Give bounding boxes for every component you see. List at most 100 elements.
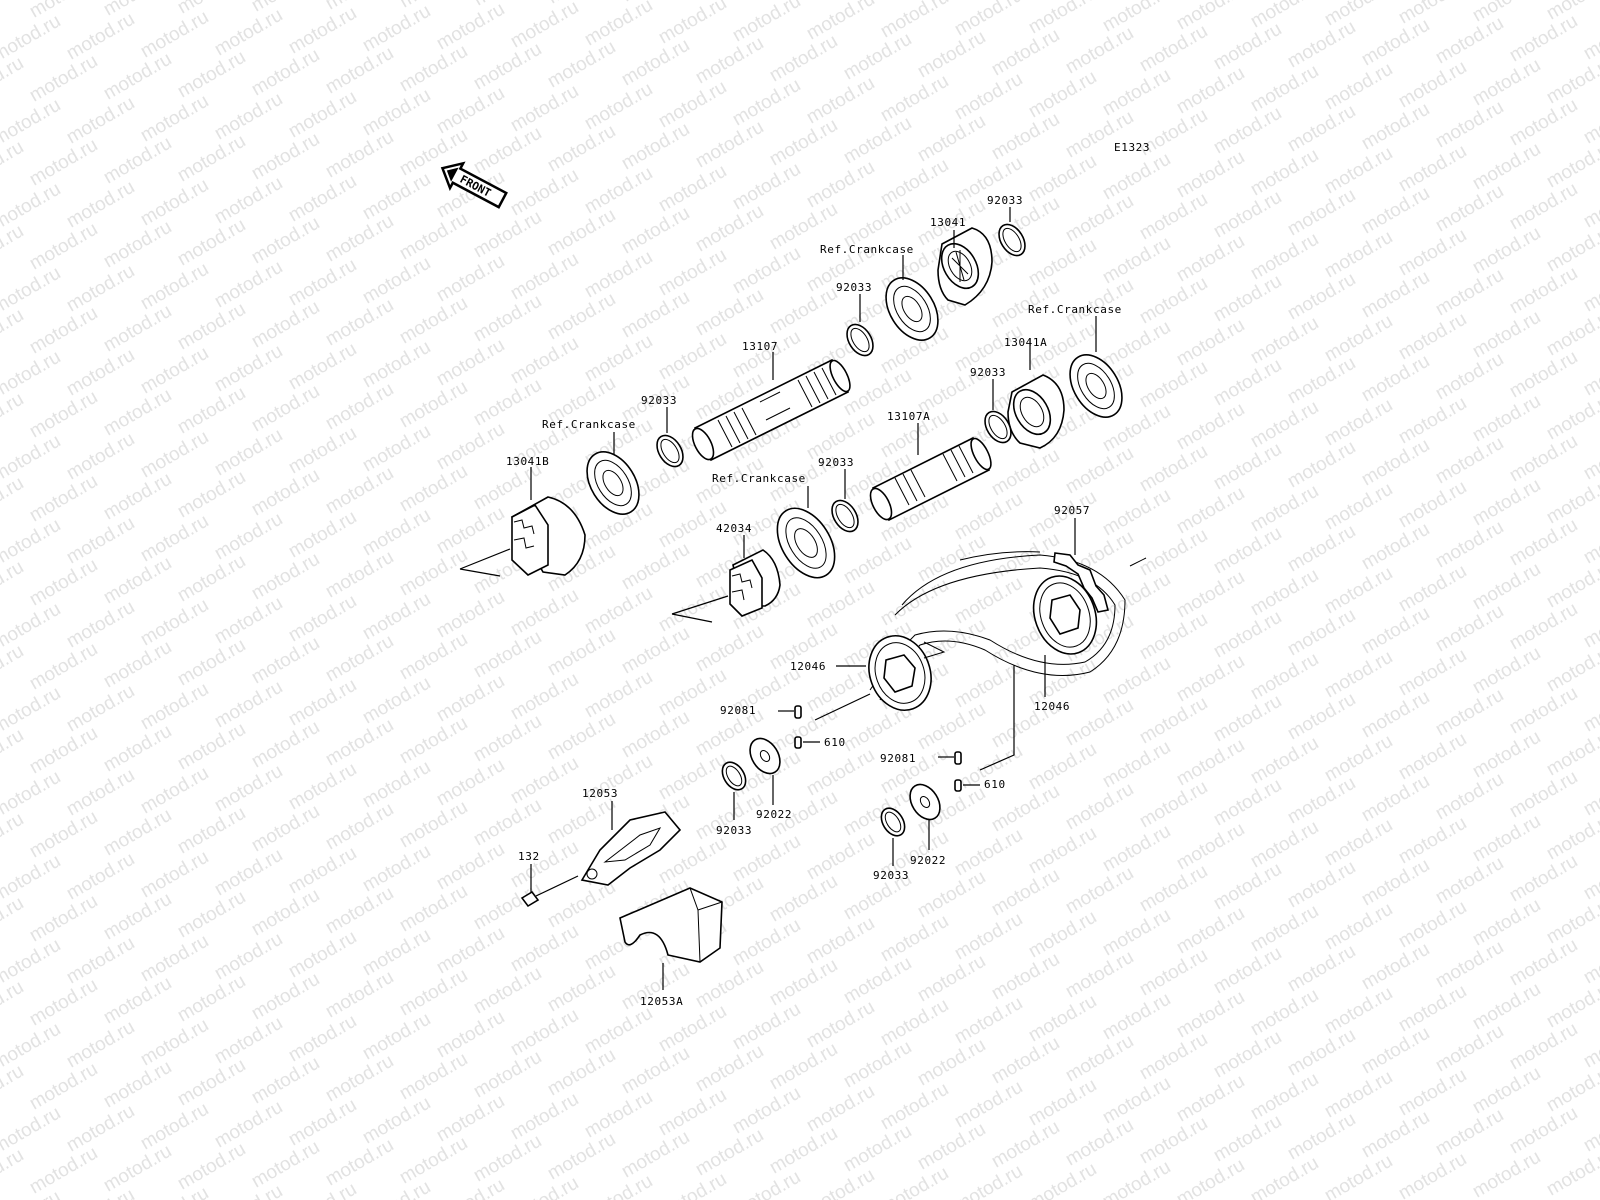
watermark-text: motod.ru	[470, 375, 545, 431]
watermark-text: motod.ru	[692, 1041, 767, 1097]
circlip-92033-5	[831, 499, 859, 533]
watermark-text: motod.ru	[0, 557, 27, 613]
watermark-text: motod.ru	[285, 759, 360, 815]
watermark-text: motod.ru	[1580, 345, 1600, 401]
watermark-text: motod.ru	[1025, 739, 1100, 795]
dowel-610-a	[794, 736, 802, 749]
watermark-text: motod.ru	[396, 41, 471, 97]
watermark-text: motod.ru	[285, 339, 360, 395]
watermark-text: motod.ru	[1247, 649, 1322, 705]
watermark-text: motod.ru	[581, 163, 656, 219]
watermark-text: motod.ru	[0, 641, 27, 697]
watermark-text: motod.ru	[433, 1007, 508, 1063]
watermark-text: motod.ru	[1284, 773, 1359, 829]
watermark-text: motod.ru	[877, 911, 952, 967]
watermark-text: motod.ru	[1210, 943, 1285, 999]
watermark-text: motod.ru	[951, 489, 1026, 545]
watermark-text: motod.ru	[1469, 139, 1544, 195]
watermark-text: motod.ru	[1469, 223, 1544, 279]
watermark-text: motod.ru	[211, 89, 286, 145]
watermark-text: motod.ru	[1247, 397, 1322, 453]
circlip-92033-top	[998, 223, 1026, 257]
watermark-text: motod.ru	[1358, 939, 1433, 995]
watermark-text: motod.ru	[1136, 189, 1211, 245]
watermark-text: motod.ru	[433, 419, 508, 475]
watermark-text: motod.ru	[359, 1009, 434, 1065]
watermark-text: motod.ru	[803, 1165, 878, 1200]
watermark-text: motod.ru	[433, 755, 508, 811]
watermark-text: motod.ru	[322, 43, 397, 99]
watermark-text: motod.ru	[174, 47, 249, 103]
watermark-text: motod.ru	[803, 1081, 878, 1137]
watermark-text: motod.ru	[618, 119, 693, 175]
watermark-text: motod.ru	[174, 299, 249, 355]
watermark-text: motod.ru	[63, 597, 138, 653]
shift-cam-13041	[937, 227, 993, 306]
watermark-text: motod.ru	[359, 841, 434, 897]
watermark-text: motod.ru	[100, 637, 175, 693]
bearing-ref-crankcase-3	[1069, 354, 1123, 418]
watermark-text: motod.ru	[1284, 521, 1359, 577]
watermark-text: motod.ru	[1247, 1153, 1322, 1200]
washer-92022-b	[909, 783, 941, 821]
watermark-text: motod.ru	[1506, 263, 1581, 319]
bearing-ref-crankcase-1	[885, 277, 939, 341]
watermark-text: motod.ru	[1136, 441, 1211, 497]
watermark-text: motod.ru	[618, 539, 693, 595]
watermark-text: motod.ru	[248, 465, 323, 521]
watermark-text: motod.ru	[1210, 523, 1285, 579]
watermark-text: motod.ru	[1025, 1159, 1100, 1200]
watermark-text: motod.ru	[1469, 559, 1544, 615]
watermark-text: motod.ru	[1136, 1113, 1211, 1169]
watermark-text: motod.ru	[1173, 651, 1248, 707]
watermark-text: motod.ru	[359, 757, 434, 813]
watermark-text: motod.ru	[63, 765, 138, 821]
watermark-text: motod.ru	[285, 927, 360, 983]
watermark-text: motod.ru	[1136, 1029, 1211, 1085]
watermark-text: motod.ru	[396, 881, 471, 937]
watermark-text: motod.ru	[470, 1131, 545, 1187]
watermark-text: motod.ru	[26, 303, 101, 359]
watermark-text: motod.ru	[1506, 95, 1581, 151]
watermark-text: motod.ru	[248, 549, 323, 605]
watermark-text: motod.ru	[1358, 351, 1433, 407]
callout-92033: 92033	[987, 194, 1023, 207]
watermark-text: motod.ru	[655, 0, 730, 48]
watermark-text: motod.ru	[1210, 187, 1285, 243]
watermark-text: motod.ru	[0, 0, 27, 24]
watermark-text: motod.ru	[26, 471, 101, 527]
watermark-text: motod.ru	[1173, 63, 1248, 119]
watermark-text: motod.ru	[1247, 229, 1322, 285]
watermark-text: motod.ru	[1136, 693, 1211, 749]
watermark-text: motod.ru	[1210, 607, 1285, 663]
watermark-text: motod.ru	[1506, 11, 1581, 67]
watermark-text: motod.ru	[137, 511, 212, 567]
watermark-text: motod.ru	[1395, 897, 1470, 953]
watermark-text: motod.ru	[433, 1091, 508, 1147]
watermark-text: motod.ru	[433, 671, 508, 727]
watermark-text: motod.ru	[26, 975, 101, 1031]
watermark-text: motod.ru	[1321, 59, 1396, 115]
watermark-text: motod.ru	[0, 305, 27, 361]
watermark-text: motod.ru	[766, 1123, 841, 1179]
watermark-text: motod.ru	[26, 891, 101, 947]
watermark-text: motod.ru	[1210, 103, 1285, 159]
watermark-text: motod.ru	[1358, 771, 1433, 827]
watermark-text: motod.ru	[1321, 311, 1396, 367]
watermark-text: motod.ru	[1432, 937, 1507, 993]
bearing-ref-crankcase-2	[586, 451, 640, 515]
watermark-text: motod.ru	[1284, 185, 1359, 241]
watermark-text: motod.ru	[1506, 179, 1581, 235]
washer-92022-a	[749, 737, 781, 775]
watermark-text: motod.ru	[1099, 905, 1174, 961]
watermark-text: motod.ru	[359, 421, 434, 477]
callout-610: 610	[824, 736, 846, 749]
watermark-text: motod.ru	[63, 345, 138, 401]
watermark-text: motod.ru	[1469, 979, 1544, 1035]
watermark-text: motod.ru	[1506, 599, 1581, 655]
watermark-text: motod.ru	[26, 219, 101, 275]
watermark-text: motod.ru	[581, 667, 656, 723]
watermark-text: motod.ru	[1395, 141, 1470, 197]
watermark-text: motod.ru	[1432, 769, 1507, 825]
watermark-text: motod.ru	[1284, 353, 1359, 409]
